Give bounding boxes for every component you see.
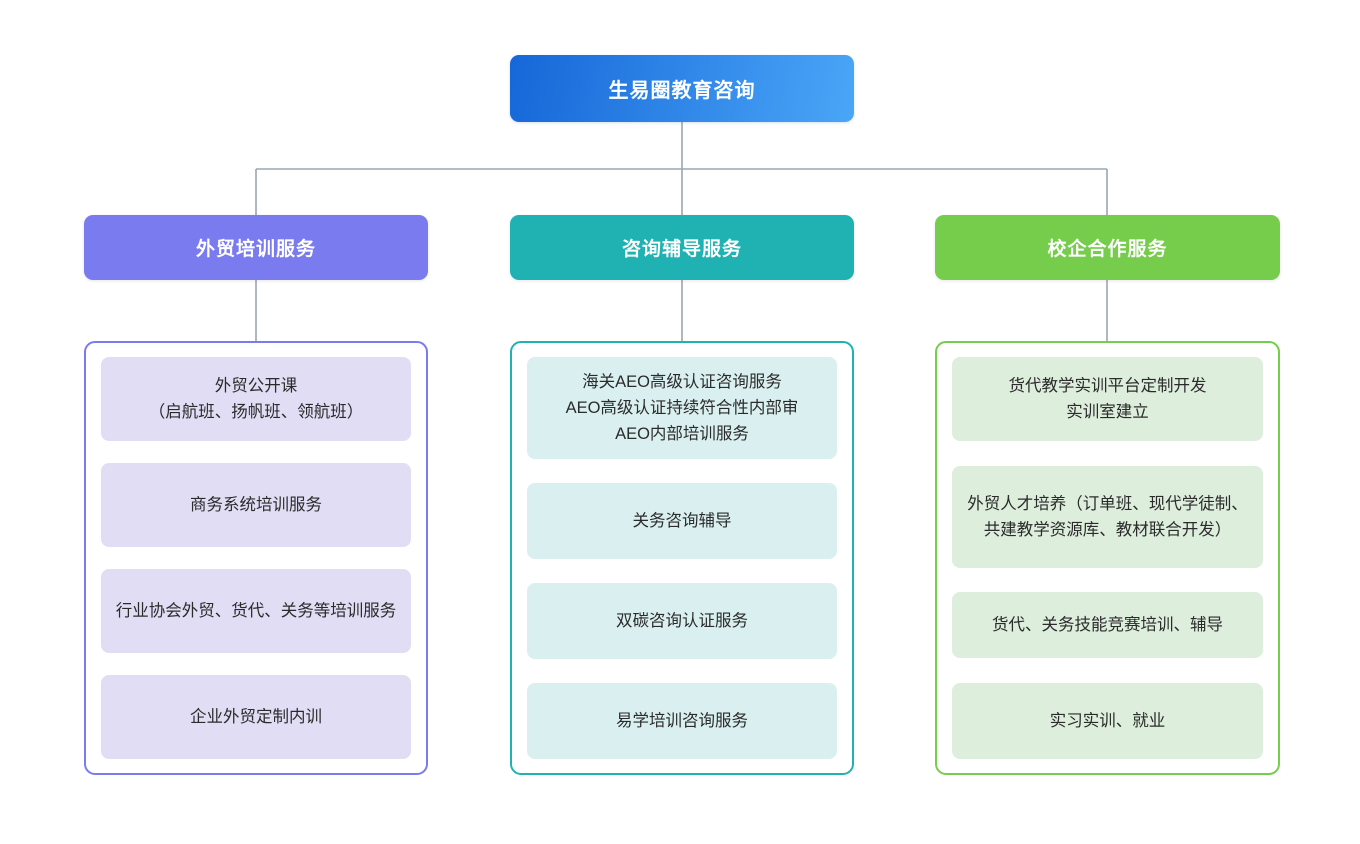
branch-column-2: 咨询辅导服务 海关AEO高级认证咨询服务 AEO高级认证持续符合性内部审 AEO…: [510, 215, 854, 775]
leaf-card[interactable]: 外贸公开课 （启航班、扬帆班、领航班）: [101, 357, 411, 441]
leaf-card[interactable]: 双碳咨询认证服务: [527, 583, 837, 659]
branch-header-1[interactable]: 外贸培训服务: [84, 215, 428, 280]
branch-header-3[interactable]: 校企合作服务: [935, 215, 1280, 280]
root-node[interactable]: 生易圈教育咨询: [510, 55, 854, 122]
branch-header-2[interactable]: 咨询辅导服务: [510, 215, 854, 280]
branch-column-1: 外贸培训服务 外贸公开课 （启航班、扬帆班、领航班） 商务系统培训服务 行业协会…: [84, 215, 428, 775]
branch-body-1: 外贸公开课 （启航班、扬帆班、领航班） 商务系统培训服务 行业协会外贸、货代、关…: [84, 341, 428, 775]
leaf-card[interactable]: 行业协会外贸、货代、关务等培训服务: [101, 569, 411, 653]
leaf-card[interactable]: 易学培训咨询服务: [527, 683, 837, 759]
branch-body-3: 货代教学实训平台定制开发 实训室建立 外贸人才培养（订单班、现代学徒制、共建教学…: [935, 341, 1280, 775]
branch-column-3: 校企合作服务 货代教学实训平台定制开发 实训室建立 外贸人才培养（订单班、现代学…: [935, 215, 1280, 775]
leaf-card[interactable]: 实习实训、就业: [952, 682, 1263, 759]
leaf-card[interactable]: 海关AEO高级认证咨询服务 AEO高级认证持续符合性内部审 AEO内部培训服务: [527, 357, 837, 459]
branch-body-2: 海关AEO高级认证咨询服务 AEO高级认证持续符合性内部审 AEO内部培训服务 …: [510, 341, 854, 775]
leaf-card[interactable]: 商务系统培训服务: [101, 463, 411, 547]
leaf-card[interactable]: 关务咨询辅导: [527, 483, 837, 559]
leaf-card[interactable]: 货代、关务技能竞赛培训、辅导: [952, 592, 1263, 659]
leaf-card[interactable]: 外贸人才培养（订单班、现代学徒制、共建教学资源库、教材联合开发）: [952, 465, 1263, 568]
leaf-card[interactable]: 货代教学实训平台定制开发 实训室建立: [952, 357, 1263, 441]
leaf-card[interactable]: 企业外贸定制内训: [101, 675, 411, 759]
